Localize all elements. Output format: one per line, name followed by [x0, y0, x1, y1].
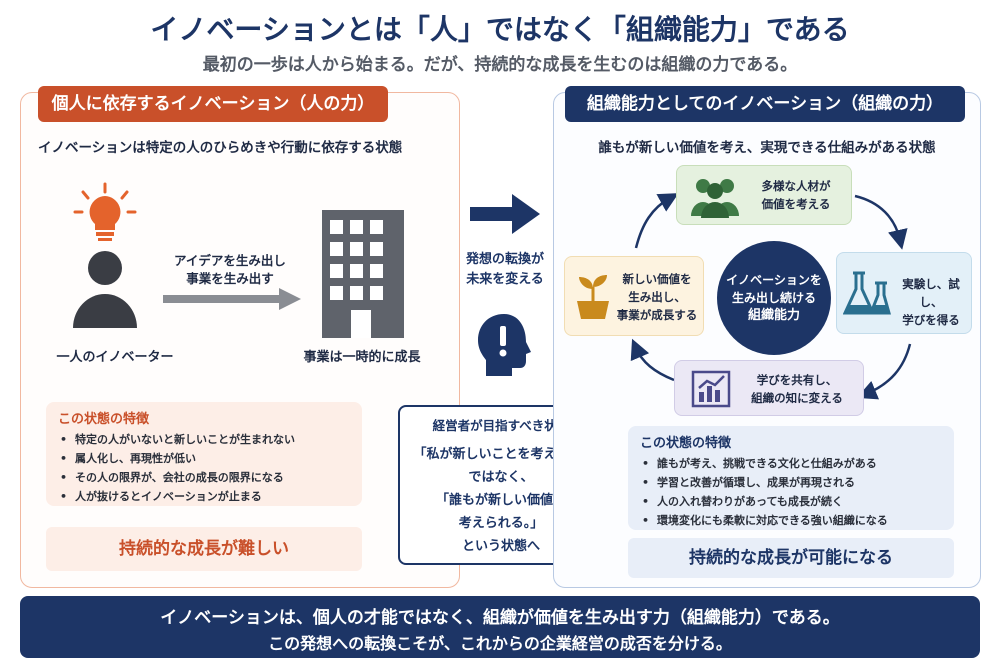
banner-line-1: イノベーションは、個人の才能ではなく、組織が価値を生み出す力（組織能力）である。 [160, 608, 840, 628]
list-item: 誰もが考え、挑戦できる文化と仕組みがある [642, 454, 888, 473]
cycle-step-share: 学びを共有し、 組織の知に変える [674, 360, 864, 416]
org-capability-circle: イノベーションを 生み出し続ける 組織能力 [717, 241, 831, 355]
ceo-goal-title: 経営者が目指すべき状態 [432, 418, 570, 433]
arrow-right-icon [470, 194, 540, 234]
page-title: イノベーションとは「人」ではなく「組織能力」である [150, 13, 850, 46]
right-features-title: この状態の特徴 [640, 436, 732, 451]
head-exclamation-icon [478, 314, 531, 376]
person-label: 一人のイノベーター [56, 350, 174, 365]
flask-icon [843, 271, 891, 315]
plant-icon [577, 275, 609, 319]
left-panel [20, 92, 460, 588]
list-item: 環境変化にも柔軟に対応できる強い組織になる [642, 511, 888, 530]
left-description: イノベーションは特定の人のひらめきや行動に依存する状態 [38, 140, 403, 156]
left-features-title: この状態の特徴 [58, 412, 150, 427]
left-result: 持続的な成長が難しい [46, 527, 362, 571]
list-item: 属人化し、再現性が低い [60, 449, 295, 468]
right-result: 持続的な成長が可能になる [628, 538, 954, 578]
cycle-step-ideation: 多様な人材が 価値を考える [676, 165, 852, 225]
building-label: 事業は一時的に成長 [303, 350, 421, 365]
banner-line-2: この発想への転換こそが、これからの企業経営の成否を分ける。 [268, 634, 732, 653]
right-header: 組織能力としてのイノベーション（組織の力） [565, 86, 965, 122]
list-item: 特定の人がいないと新しいことが生まれない [60, 430, 295, 449]
list-item: 人の入れ替わりがあっても成長が続く [642, 492, 888, 511]
left-header: 個人に依存するイノベーション（人の力） [38, 86, 388, 122]
left-features-list: 特定の人がいないと新しいことが生まれない 属人化し、再現性が低い その人の限界が… [60, 430, 295, 506]
list-item: 人が抜けるとイノベーションが止まる [60, 487, 295, 506]
right-features-list: 誰もが考え、挑戦できる文化と仕組みがある 学習と改善が循環し、成果が再現される … [642, 454, 888, 530]
arrow-right-small-icon [163, 288, 301, 310]
person-icon [73, 251, 137, 328]
shift-text: 発想の転換が 未来を変える [465, 252, 544, 287]
list-item: 学習と改善が循環し、成果が再現される [642, 473, 888, 492]
lightbulb-icon [73, 182, 137, 241]
list-item: その人の限界が、会社の成長の限界になる [60, 468, 295, 487]
left-features-box: この状態の特徴 特定の人がいないと新しいことが生まれない 属人化し、再現性が低い… [46, 402, 362, 506]
cycle-arrows [630, 193, 912, 400]
cycle-step-experiment: 実験し、試し、 学びを得る [836, 252, 972, 334]
people-group-icon [691, 179, 739, 218]
idea-arrow-text: アイデアを生み出し 事業を生み出す [174, 253, 286, 286]
conclusion-banner: イノベーションは、個人の才能ではなく、組織が価値を生み出す力（組織能力）である。… [20, 596, 980, 658]
right-features-box: この状態の特徴 誰もが考え、挑戦できる文化と仕組みがある 学習と改善が循環し、成… [628, 426, 954, 530]
cycle-step-growth: 新しい価値を 生み出し、 事業が成長する [564, 256, 704, 336]
right-description: 誰もが新しい価値を考え、実現できる仕組みがある状態 [598, 140, 936, 156]
person-with-idea [73, 182, 137, 328]
chart-icon [691, 370, 731, 408]
ceo-goal-body: 「私が新しいことを考える。」 ではなく、 「誰もが新しい価値を 考えられる。」 … [413, 447, 589, 554]
building-icon [322, 210, 404, 338]
page-subtitle: 最初の一歩は人から始まる。だが、持続的な成長を生むのは組織の力である。 [202, 55, 798, 75]
